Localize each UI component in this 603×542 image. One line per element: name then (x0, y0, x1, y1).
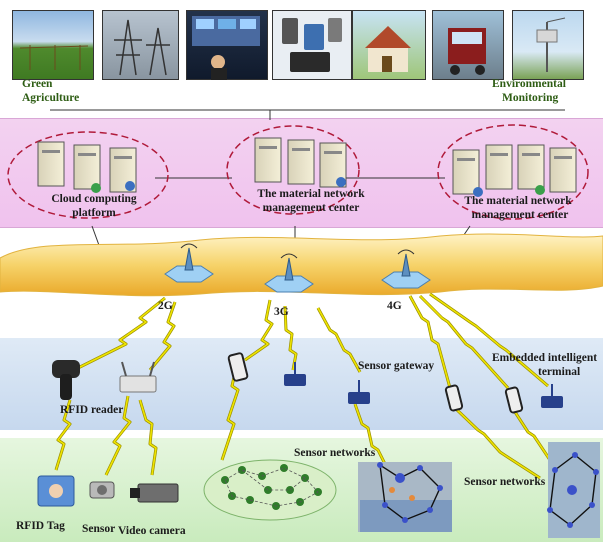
photo-details (19, 16, 566, 80)
rfid-reader-device (52, 360, 80, 400)
sensor-network-building-2 (547, 442, 600, 538)
label-center2-line1: The material network (464, 195, 572, 207)
video-camera-device (130, 483, 179, 503)
label-2g: 2G (158, 300, 173, 312)
base-station-2g (164, 243, 214, 283)
wireless-links (54, 292, 582, 492)
label-center2-line2: management center (471, 209, 569, 221)
handheld-terminal-2 (444, 384, 464, 412)
management-ellipses (7, 124, 589, 220)
base-station-4g (381, 249, 431, 289)
server-cluster-center-2 (452, 144, 577, 197)
label-sensor-networks-1: Sensor networks (294, 447, 376, 459)
label-embedded-line2: terminal (538, 366, 581, 378)
gateway-router-1 (284, 362, 306, 386)
gateway-router-3 (541, 384, 563, 408)
communication-cloud (0, 233, 603, 297)
label-center1-line1: The material network (257, 188, 365, 200)
label-sensor-networks-2: Sensor networks (464, 476, 546, 488)
label-cloud-computing: Cloud computing (51, 193, 137, 205)
sensor-network-field (203, 459, 337, 521)
label-environmental: Environmental (492, 78, 566, 90)
label-agriculture: Agriculture (22, 92, 80, 104)
base-station-3g (264, 253, 314, 293)
label-sensor-gateway: Sensor gateway (358, 360, 435, 372)
router-device (119, 361, 157, 393)
label-green: Green (22, 78, 53, 90)
label-monitoring: Monitoring (502, 92, 559, 104)
label-embedded-line1: Embedded intelligent (492, 352, 598, 364)
sensor-network-building-1 (358, 462, 452, 532)
label-platform: platform (72, 207, 116, 219)
handheld-terminal-3 (504, 386, 524, 414)
label-rfid-tag: RFID Tag (16, 520, 65, 532)
label-video-camera: Video camera (118, 525, 186, 537)
label-center1-line2: management center (262, 202, 360, 214)
gateway-router-2 (348, 380, 370, 404)
server-cluster-center-1 (254, 137, 347, 188)
rfid-tag-device (37, 475, 75, 507)
sensor-device (89, 481, 115, 499)
handheld-terminal-1 (227, 352, 249, 382)
label-4g: 4G (387, 300, 402, 312)
label-rfid-reader: RFID reader (60, 404, 124, 416)
label-3g: 3G (274, 306, 289, 318)
label-sensor: Sensor (82, 523, 116, 535)
server-cluster-cloud (37, 141, 137, 193)
